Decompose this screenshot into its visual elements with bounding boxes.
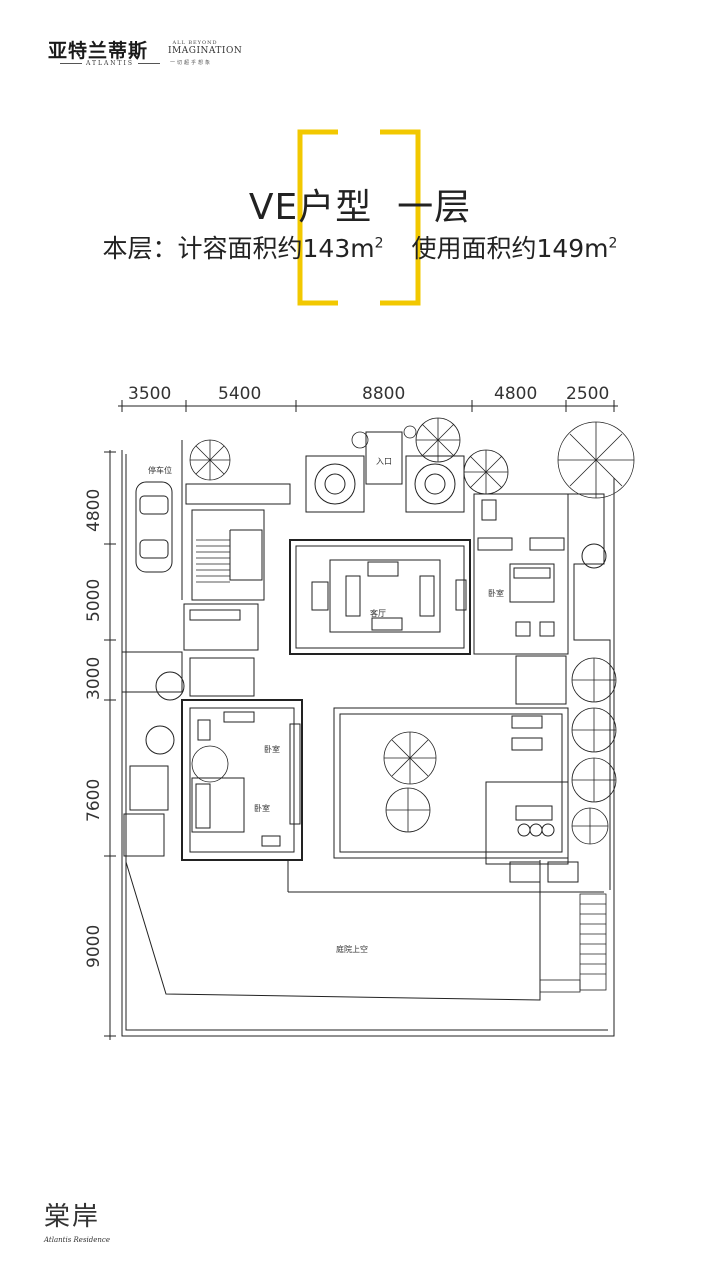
dim-h-2: 5400 bbox=[218, 384, 262, 404]
bedroom-right-block bbox=[473, 493, 569, 655]
site-boundary bbox=[121, 450, 615, 1037]
right-stairs bbox=[539, 893, 607, 993]
dim-h-5: 2500 bbox=[566, 384, 610, 404]
page-title: VE户型 一层 bbox=[248, 187, 472, 228]
slogan-small: ALL BEYOND bbox=[172, 40, 218, 46]
living-room-block bbox=[289, 539, 471, 655]
footer-logo-en: Atlantis Residence bbox=[44, 1236, 110, 1244]
label-parking: 停车位 bbox=[148, 466, 172, 475]
bedroom-left-block bbox=[181, 699, 303, 861]
label-living-room: 客厅 bbox=[370, 609, 386, 618]
label-bedroom-left: 卧室 bbox=[254, 804, 270, 813]
slogan-main: IMAGINATION bbox=[168, 46, 243, 56]
brand-name-en: ATLANTIS bbox=[48, 60, 172, 67]
slogan-cn: 一切超乎想象 bbox=[170, 60, 213, 66]
unit-sup-1: 2 bbox=[374, 235, 384, 252]
pool-area bbox=[287, 707, 604, 893]
brand-name-cn: 亚特兰蒂斯 bbox=[48, 40, 149, 62]
dim-h-1: 3500 bbox=[128, 384, 172, 404]
label-entrance: 入口 bbox=[376, 457, 392, 466]
dim-h-3: 8800 bbox=[362, 384, 406, 404]
use-area-label: 使用面积约149m bbox=[411, 234, 609, 263]
footer-logo-cn: 棠岸 bbox=[44, 1202, 101, 1232]
tree-icons bbox=[189, 417, 635, 845]
dim-h-4: 4800 bbox=[494, 384, 538, 404]
unit-sup-2: 2 bbox=[608, 235, 618, 252]
label-courtyard: 庭院上空 bbox=[336, 945, 368, 954]
parking-area bbox=[135, 440, 183, 600]
floor-area-label: 本层：计容面积约143m bbox=[102, 234, 375, 263]
label-bedroom-right: 卧室 bbox=[488, 589, 504, 598]
label-bedroom-left-top: 卧室 bbox=[264, 745, 280, 754]
area-subtitle: 本层：计容面积约143m2 使用面积约149m2 bbox=[0, 229, 720, 265]
dimension-lines bbox=[104, 400, 618, 1040]
